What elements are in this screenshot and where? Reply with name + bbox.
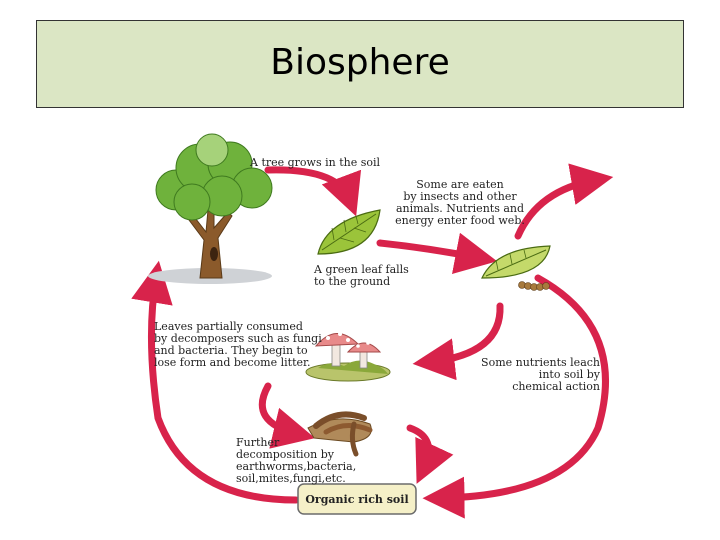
label-tree: A tree grows in the soil <box>249 156 381 169</box>
svg-text:Further: Further <box>236 436 280 449</box>
label-leaf-falls: A green leaf falls to the ground <box>313 263 409 288</box>
nutrient-cycle-diagram: Organic rich soil A tree grows in the so… <box>131 133 614 519</box>
svg-text:energy enter food web.: energy enter food web. <box>395 214 525 227</box>
svg-text:by decomposers such as fungi: by decomposers such as fungi <box>154 332 322 345</box>
arrow-worms-to-soil <box>406 424 454 484</box>
svg-text:animals. Nutrients and: animals. Nutrients and <box>396 202 524 215</box>
arrow-tree-to-leaf <box>264 166 362 217</box>
falling-leaf-illustration <box>317 209 381 255</box>
svg-text:earthworms,bacteria,: earthworms,bacteria, <box>236 460 356 473</box>
caterpillar <box>518 281 550 291</box>
litter-mushroom-illustration <box>305 332 391 382</box>
svg-text:Some nutrients leach: Some nutrients leach <box>481 356 600 369</box>
cycle-arrows <box>131 163 614 519</box>
title-banner: Biosphere <box>36 20 684 108</box>
svg-text:into soil by: into soil by <box>539 368 601 381</box>
page-title: Biosphere <box>270 41 450 83</box>
arrow-eaten-to-litter <box>412 302 504 381</box>
svg-text:and bacteria. They begin to: and bacteria. They begin to <box>154 344 308 357</box>
svg-text:soil,mites,fungi,etc.: soil,mites,fungi,etc. <box>236 472 346 485</box>
organic-soil-box: Organic rich soil <box>297 483 417 515</box>
svg-text:by insects and other: by insects and other <box>403 190 517 203</box>
organic-soil-label: Organic rich soil <box>305 493 408 506</box>
label-further-decomposition: Further decomposition by earthworms,bact… <box>236 436 356 485</box>
tree-canopy <box>155 133 273 221</box>
arrow-soil-to-tree <box>131 260 300 504</box>
label-decomposers: Leaves partially consumed by decomposers… <box>154 320 322 369</box>
svg-text:lose form and become litter.: lose form and become litter. <box>154 356 311 369</box>
svg-text:chemical action: chemical action <box>512 380 600 393</box>
earthworm-illustration <box>307 411 373 457</box>
svg-text:to the ground: to the ground <box>314 275 390 288</box>
arrow-eaten-to-animals <box>514 163 614 240</box>
svg-text:A green leaf falls: A green leaf falls <box>313 263 409 276</box>
svg-text:Leaves partially consumed: Leaves partially consumed <box>154 320 303 333</box>
eaten-leaf-illustration <box>481 245 551 291</box>
arrow-litter-to-worms <box>258 382 316 449</box>
arrow-leaf-to-eaten <box>376 232 498 274</box>
label-eaten: Some are eaten by insects and other anim… <box>395 178 525 227</box>
tree-hollow <box>210 247 218 261</box>
tree-illustration <box>148 133 273 284</box>
svg-text:Some are eaten: Some are eaten <box>416 178 504 191</box>
arrow-leach-to-soil <box>422 274 609 519</box>
svg-text:decomposition by: decomposition by <box>236 448 335 461</box>
label-leach: Some nutrients leach into soil by chemic… <box>481 356 601 393</box>
